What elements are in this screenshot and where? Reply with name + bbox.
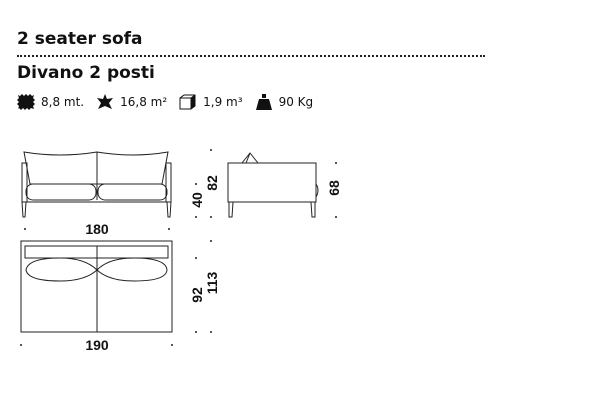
spec-leather: 16,8 m² — [96, 94, 167, 110]
spec-leather-value: 16,8 m² — [120, 95, 168, 109]
spec-fabric-value: 8,8 mt. — [41, 95, 85, 109]
plan-view — [20, 240, 173, 333]
weight-icon — [255, 94, 272, 110]
dimension-dots — [20, 149, 337, 346]
total-height-label: 82 — [204, 175, 220, 191]
spec-volume: 1,9 m³ — [179, 94, 243, 110]
front-view — [21, 151, 172, 218]
spec-weight-value: 90 Kg — [278, 95, 314, 109]
title-italian: Divano 2 posti — [17, 63, 155, 83]
side-view — [227, 152, 319, 218]
front-width-label: 180 — [85, 221, 109, 237]
title-english: 2 seater sofa — [17, 29, 143, 49]
spec-weight: 90 Kg — [255, 94, 314, 110]
dotted-divider — [17, 55, 485, 57]
spec-fabric: 8,8 mt. — [17, 94, 84, 110]
side-depth-label: 68 — [326, 180, 342, 196]
seat-height-label: 40 — [189, 192, 205, 208]
spec-volume-value: 1,9 m³ — [203, 95, 243, 109]
plan-width-label: 190 — [85, 337, 109, 353]
fabric-icon — [17, 94, 35, 110]
total-depth-label: 113 — [204, 271, 220, 294]
spec-list: 8,8 mt. 16,8 m² 1,9 m³ 90 Kg — [17, 94, 325, 110]
seat-depth-label: 92 — [189, 287, 205, 303]
leather-icon — [97, 94, 114, 109]
volume-box-icon — [179, 94, 196, 110]
